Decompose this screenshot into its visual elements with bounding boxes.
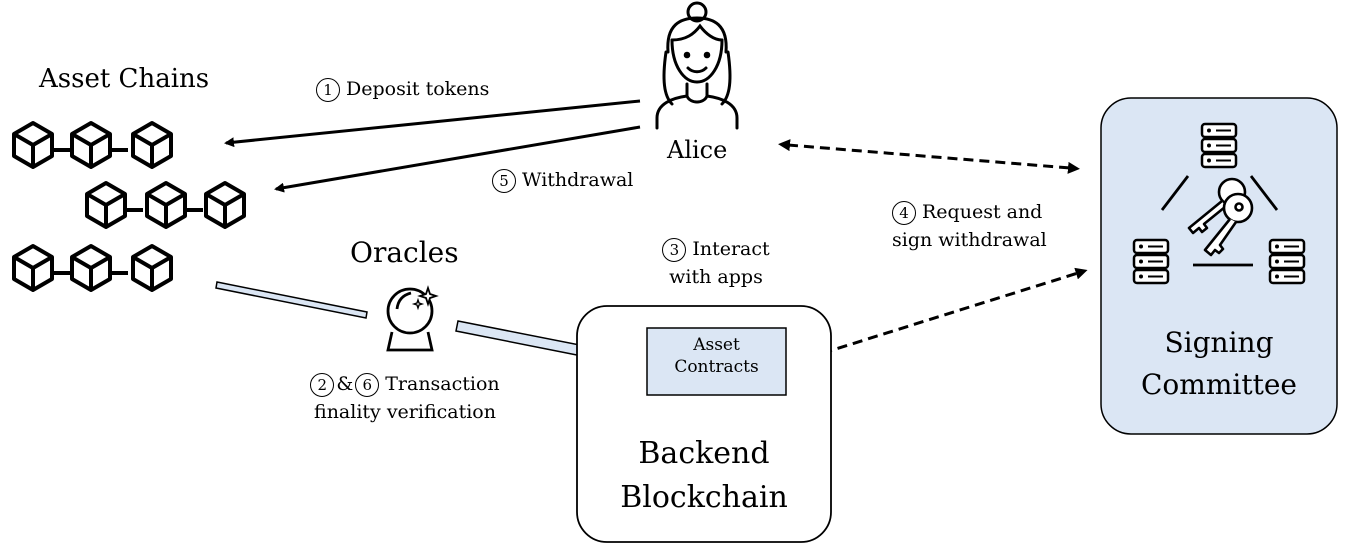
asset-contracts-line2: Contracts bbox=[674, 357, 759, 377]
alice-label: Alice bbox=[667, 136, 728, 164]
step2-number: 2 bbox=[310, 373, 335, 397]
server-icon bbox=[1268, 238, 1306, 285]
step26-line2: finality verification bbox=[314, 401, 496, 423]
keys-icon bbox=[1187, 177, 1254, 257]
step5-label: 5 Withdrawal bbox=[492, 166, 633, 194]
signing-committee-label: Signing Committee bbox=[1101, 322, 1337, 406]
step4-line2: sign withdrawal bbox=[892, 229, 1047, 251]
step4-label: 4 Request and sign withdrawal bbox=[892, 198, 1047, 254]
step6-number: 6 bbox=[355, 373, 380, 397]
backend-line2: Blockchain bbox=[620, 480, 788, 515]
alice-committee-dashed-arrow bbox=[778, 139, 1080, 174]
signing-line2: Committee bbox=[1141, 368, 1297, 401]
server-icon bbox=[1200, 122, 1238, 169]
step3-line2: with apps bbox=[669, 266, 763, 288]
step5-number: 5 bbox=[492, 169, 516, 193]
blockchain-cubes-icon bbox=[12, 121, 246, 292]
step3-number: 3 bbox=[662, 238, 687, 262]
oracles-title: Oracles bbox=[350, 236, 459, 269]
backend-line1: Backend bbox=[638, 436, 770, 471]
step3-line1: Interact bbox=[692, 238, 770, 260]
step5-text: Withdrawal bbox=[522, 169, 634, 191]
step4-number: 4 bbox=[892, 201, 916, 225]
asset-contracts-box bbox=[646, 327, 787, 396]
committee-triangle bbox=[1160, 175, 1279, 267]
alice-person-icon bbox=[655, 1, 739, 130]
asset-chains-title: Asset Chains bbox=[39, 64, 210, 94]
server-icon bbox=[1132, 238, 1170, 285]
step1-label: 1 Deposit tokens bbox=[316, 75, 489, 103]
deposit-arrow bbox=[224, 99, 641, 148]
withdrawal-arrow bbox=[274, 125, 641, 193]
step1-number: 1 bbox=[316, 78, 340, 102]
asset-contracts-label: Asset Contracts bbox=[647, 334, 786, 378]
step26-line1: Transaction bbox=[385, 373, 500, 395]
signing-line1: Signing bbox=[1164, 326, 1274, 359]
asset-contracts-line1: Asset bbox=[693, 335, 740, 355]
step4-line1: Request and bbox=[922, 201, 1043, 223]
contracts-committee-dashed-arrow bbox=[797, 267, 1088, 364]
crystal-ball-icon bbox=[386, 285, 439, 352]
backend-blockchain-label: Backend Blockchain bbox=[577, 432, 831, 520]
step26-amp: & bbox=[336, 373, 354, 395]
step1-text: Deposit tokens bbox=[346, 78, 490, 100]
